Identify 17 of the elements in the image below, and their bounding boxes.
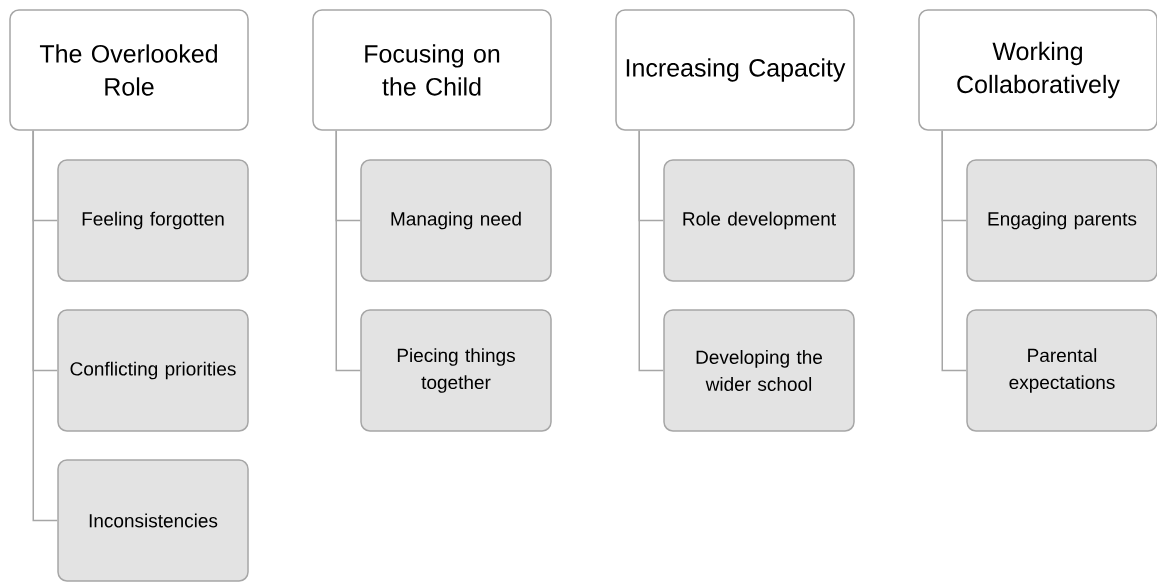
connector-line: [335, 130, 361, 372]
connector-line: [32, 130, 58, 522]
subtheme-box: Parental expectations: [966, 309, 1157, 432]
heading-box: The Overlooked Role: [9, 9, 249, 131]
subtheme-box: Piecing things together: [360, 309, 552, 432]
subtheme-box: Developing the wider school: [663, 309, 855, 432]
subtheme-box: Role development: [663, 159, 855, 282]
heading-box: Working Collaboratively: [918, 9, 1157, 131]
connector-line: [638, 130, 664, 372]
heading-box: Increasing Capacity: [615, 9, 855, 131]
subtheme-box: Feeling forgotten: [57, 159, 249, 282]
subtheme-box: Engaging parents: [966, 159, 1157, 282]
connector-line: [941, 130, 967, 372]
heading-box: Focusing on the Child: [312, 9, 552, 131]
subtheme-box: Inconsistencies: [57, 459, 249, 582]
subtheme-box: Managing need: [360, 159, 552, 282]
subtheme-box: Conflicting priorities: [57, 309, 249, 432]
